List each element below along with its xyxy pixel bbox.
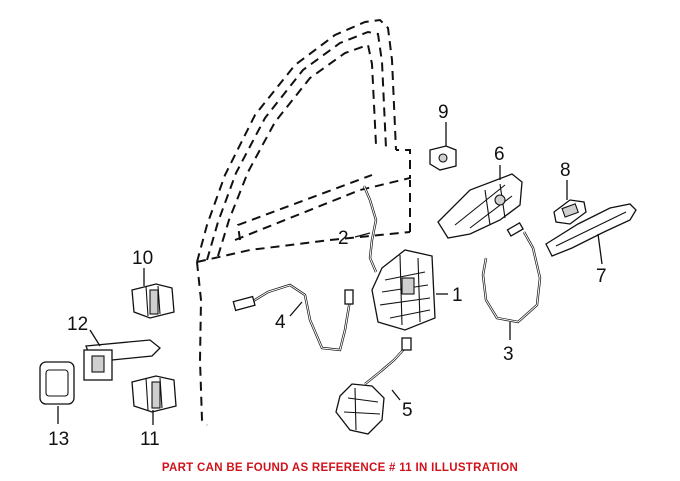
door-check-cover-part[interactable] <box>39 361 75 405</box>
callout-9: 9 <box>438 102 449 123</box>
door-lock-actuator-part[interactable] <box>371 249 436 331</box>
release-cable-part[interactable] <box>481 222 542 324</box>
inner-handle-cable-part[interactable] <box>232 283 354 352</box>
reference-note: PART CAN BE FOUND AS REFERENCE # 11 IN I… <box>161 462 519 474</box>
upper-door-hinge-part[interactable] <box>131 283 175 319</box>
callout-10: 10 <box>132 248 153 269</box>
callout-5: 5 <box>402 400 413 421</box>
exterior-door-handle-part[interactable] <box>545 203 637 257</box>
callout-13: 13 <box>48 429 69 450</box>
callout-6: 6 <box>494 144 505 165</box>
callout-1: 1 <box>452 285 463 306</box>
callout-7: 7 <box>596 266 607 287</box>
door-handle-carrier-part[interactable] <box>437 173 523 239</box>
callout-2: 2 <box>338 228 349 249</box>
callout-11: 11 <box>140 429 160 450</box>
lock-rod-part[interactable] <box>362 185 378 273</box>
callout-3: 3 <box>503 344 514 365</box>
callout-labels: 1 2 3 4 5 6 7 8 9 10 11 12 13 <box>48 102 607 450</box>
lock-module-part[interactable] <box>335 337 412 435</box>
callout-12: 12 <box>67 314 88 335</box>
leader-lines <box>57 122 603 425</box>
lower-door-hinge-part[interactable] <box>131 375 177 413</box>
callout-8: 8 <box>560 160 571 181</box>
door-striker-part[interactable] <box>429 145 457 171</box>
handle-cap-part[interactable] <box>553 199 587 225</box>
callout-4: 4 <box>275 312 286 333</box>
door-check-strap-part[interactable] <box>83 339 161 381</box>
door-outline <box>196 18 411 426</box>
